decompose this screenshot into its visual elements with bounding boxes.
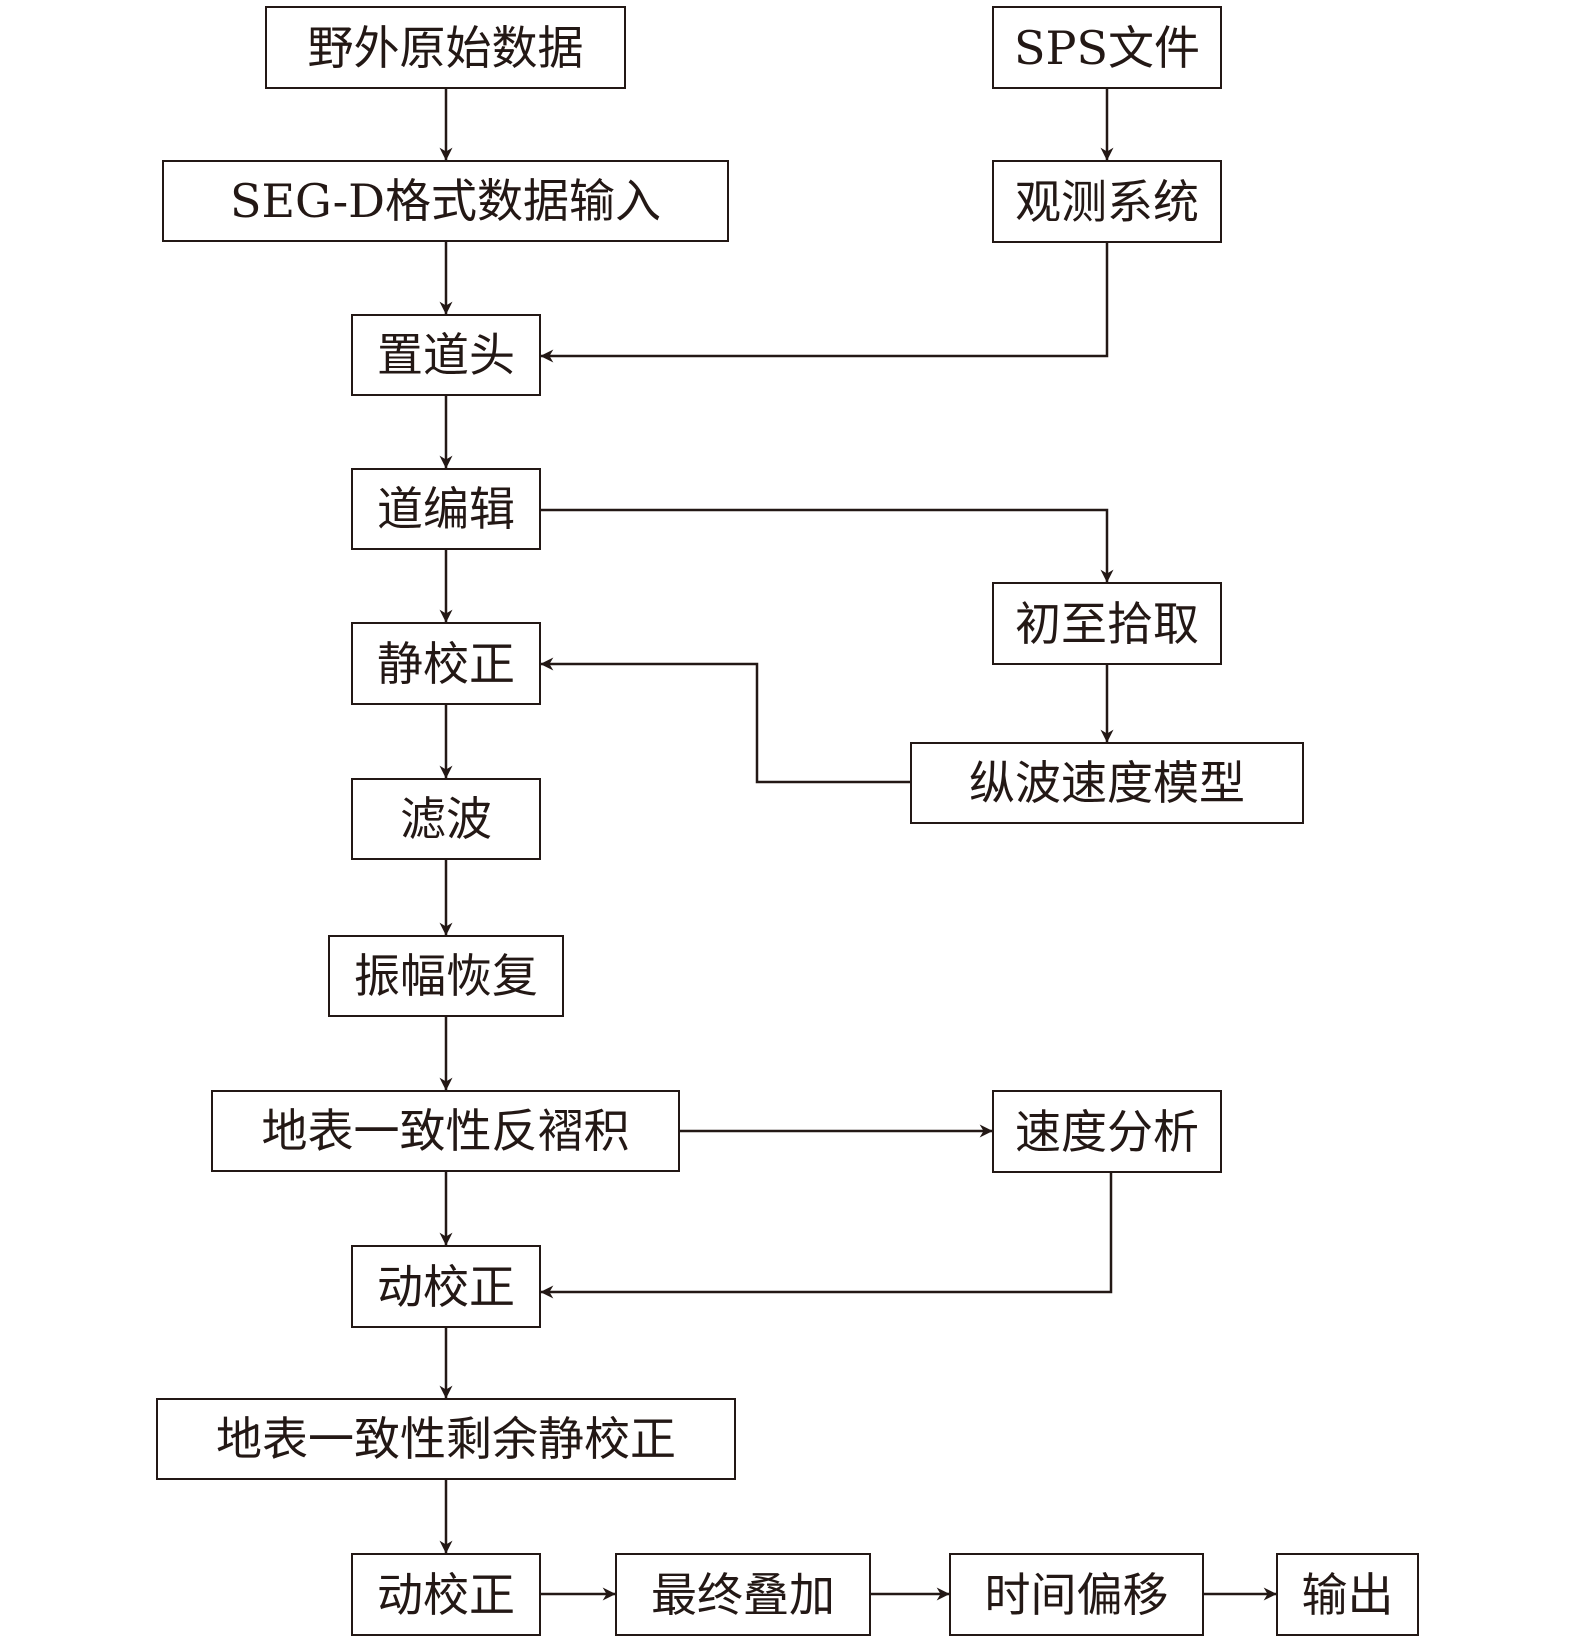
node-amplitude-recovery: 振幅恢复 <box>328 935 564 1017</box>
node-surface-consistent-deconvolution: 地表一致性反褶积 <box>211 1090 680 1172</box>
node-nmo-correction-1: 动校正 <box>351 1245 541 1328</box>
node-p-wave-velocity-model: 纵波速度模型 <box>910 742 1304 824</box>
node-geometry: 观测系统 <box>992 160 1222 243</box>
node-trace-edit: 道编辑 <box>351 468 541 550</box>
node-static-correction: 静校正 <box>351 622 541 705</box>
node-time-migration: 时间偏移 <box>949 1553 1204 1636</box>
node-filtering: 滤波 <box>351 778 541 860</box>
node-segd-input: SEG-D格式数据输入 <box>162 160 729 242</box>
arrow-geometry-to-header <box>540 243 1109 363</box>
node-trace-header: 置道头 <box>351 314 541 396</box>
node-output: 输出 <box>1276 1553 1419 1636</box>
arrow-velocity-analysis-to-nmo1 <box>540 1173 1113 1299</box>
node-first-break: 初至拾取 <box>992 582 1222 665</box>
node-residual-static-correction: 地表一致性剩余静校正 <box>156 1398 736 1480</box>
node-nmo-correction-2: 动校正 <box>351 1553 541 1636</box>
node-velocity-analysis: 速度分析 <box>992 1090 1222 1173</box>
node-sps-file: SPS文件 <box>992 6 1222 89</box>
arrow-edit-to-firstbreak <box>541 508 1114 583</box>
arrow-velocity-model-to-static <box>540 657 910 784</box>
node-raw-data: 野外原始数据 <box>265 6 626 89</box>
node-final-stack: 最终叠加 <box>615 1553 871 1636</box>
